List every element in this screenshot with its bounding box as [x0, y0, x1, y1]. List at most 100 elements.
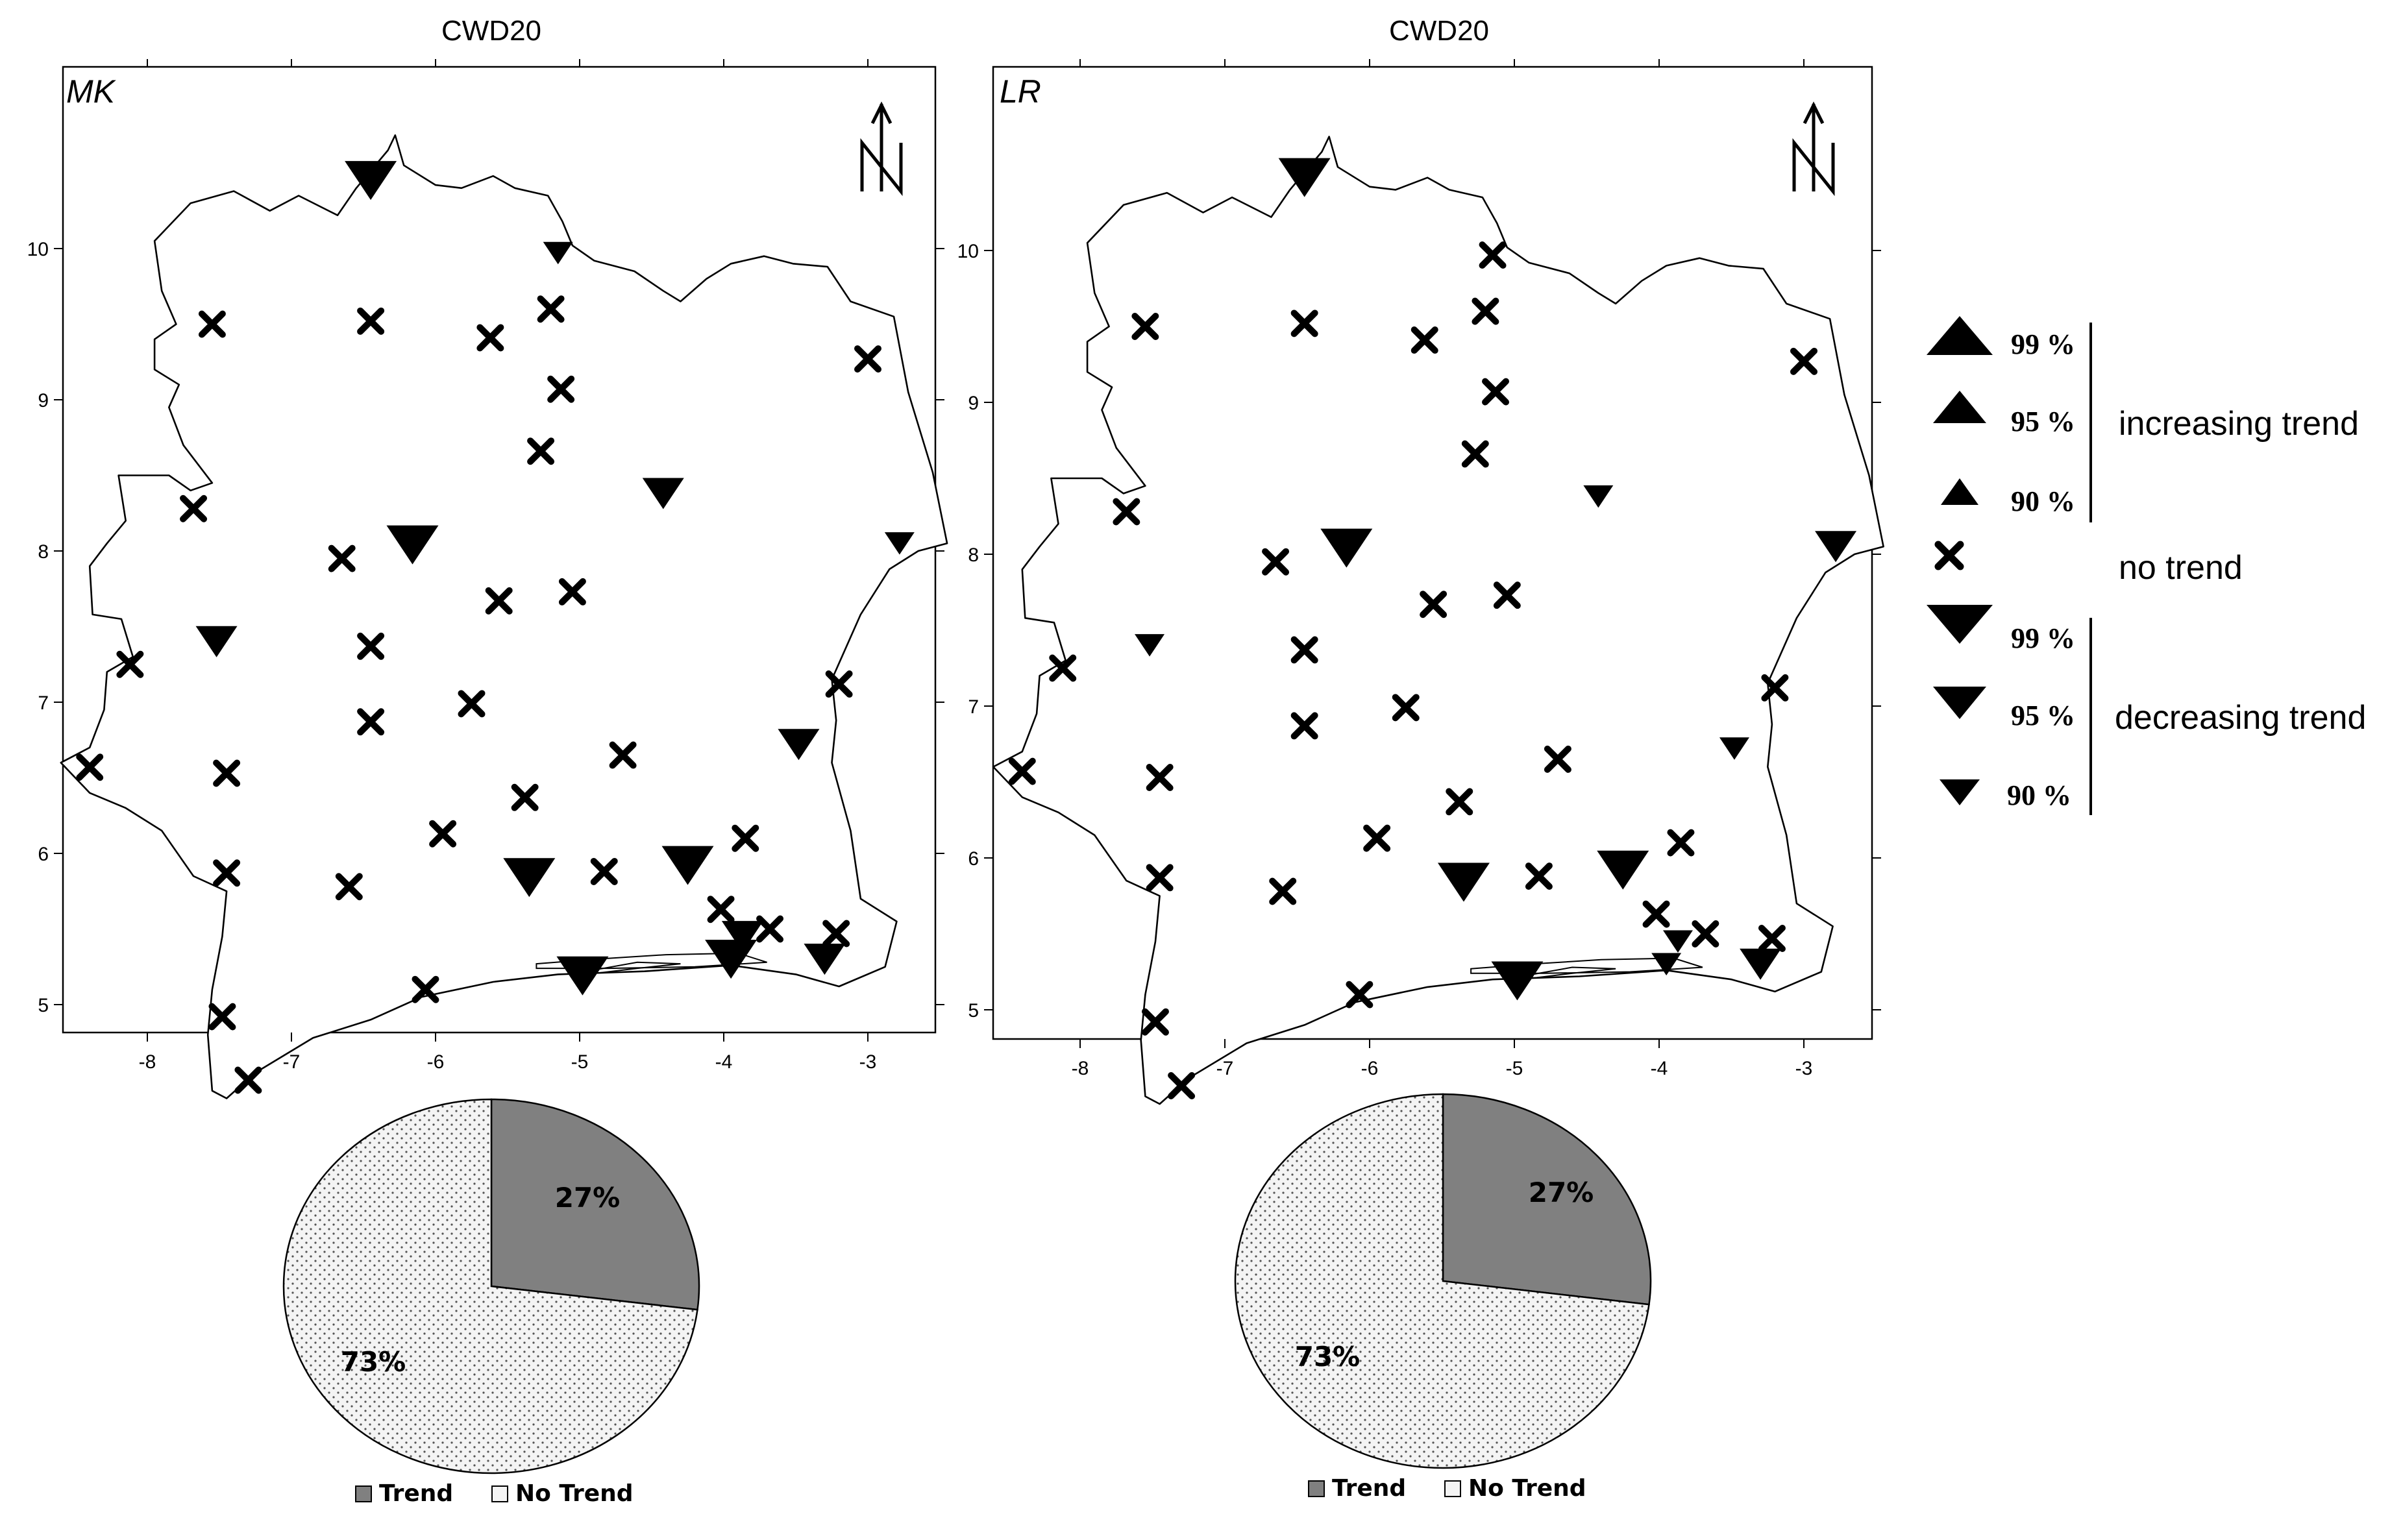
station-no-trend	[1479, 241, 1507, 269]
y-tick-label: 6	[968, 848, 979, 870]
map-title: CWD20	[441, 15, 541, 47]
station-no-trend	[822, 920, 850, 947]
station-dec99	[503, 858, 556, 898]
pie-legend-no-trend: No Trend	[1468, 1475, 1586, 1502]
station-no-trend	[609, 741, 637, 769]
station-dec95	[721, 921, 763, 953]
y-tick-label: 10	[957, 241, 979, 262]
pie-label-no-trend: 73%	[341, 1346, 406, 1378]
y-tick-label: 5	[968, 1000, 979, 1021]
station-no-trend	[1131, 313, 1159, 340]
station-no-trend	[485, 587, 513, 615]
pie-legend-trend: Trend	[1332, 1475, 1406, 1502]
country-outline	[992, 136, 1884, 1105]
pie-label-trend: 27%	[555, 1182, 621, 1214]
pie-label-no-trend: 73%	[1295, 1341, 1361, 1373]
station-no-trend	[1113, 498, 1140, 526]
method-label: MK	[66, 73, 117, 110]
x-axis: -8-7-6-5-4-3	[1072, 59, 1813, 1079]
station-dec95	[1740, 948, 1782, 980]
pie-legend-swatch-trend	[355, 1485, 372, 1502]
station-no-trend	[1544, 745, 1571, 773]
pie-slice-no-trend	[1234, 1093, 1650, 1469]
station-no-trend	[854, 345, 881, 373]
station-no-trend	[732, 824, 759, 852]
pie-legend-trend: Trend	[379, 1480, 453, 1507]
pie-slice-trend	[1442, 1093, 1652, 1306]
y-tick-label: 10	[27, 239, 49, 260]
station-no-trend	[208, 1003, 236, 1031]
x-tick-label: -8	[1072, 1058, 1089, 1079]
increasing-90-label: 90 %	[2011, 485, 2075, 517]
station-no-trend	[213, 759, 241, 787]
station-no-trend	[412, 975, 439, 1003]
station-no-trend	[116, 650, 144, 678]
x-tick-label: -6	[1361, 1058, 1379, 1079]
station-dec99	[705, 940, 758, 979]
decreasing-trend-label: decreasing trend	[2115, 699, 2366, 737]
station-dec95	[778, 729, 820, 761]
station-no-trend	[1461, 440, 1489, 468]
pie-legend-swatch-no-trend	[1444, 1480, 1461, 1497]
station-no-trend	[1146, 864, 1174, 892]
increasing-99-label: 99 %	[2011, 328, 2075, 360]
station-no-trend	[537, 295, 565, 323]
station-no-trend	[1761, 674, 1789, 702]
station-no-trend	[527, 437, 555, 465]
x-tick-label: -5	[1506, 1058, 1523, 1079]
method-label: LR	[1000, 73, 1041, 110]
station-no-trend	[1642, 900, 1670, 928]
station-no-trend	[335, 873, 363, 901]
map-frame	[992, 66, 1873, 1040]
station-dec90	[884, 532, 915, 555]
station-no-trend	[1758, 925, 1786, 953]
pie-legend-no-trend: No Trend	[515, 1480, 634, 1507]
increasing-99-symbol	[1927, 316, 1993, 355]
station-no-trend	[1008, 757, 1036, 785]
y-tick-label: 9	[968, 393, 979, 414]
station-no-trend	[1482, 378, 1510, 406]
station-no-trend	[1790, 347, 1817, 375]
increasing-95-label: 95 %	[2011, 406, 2075, 437]
no-trend-symbol	[1934, 541, 1964, 570]
station-dec95	[1815, 531, 1857, 563]
station-no-trend	[1269, 877, 1297, 905]
station-no-trend	[429, 820, 457, 848]
country-outline	[60, 134, 948, 1099]
station-no-trend	[1363, 824, 1391, 852]
station-no-trend	[76, 753, 104, 781]
station-no-trend	[1290, 310, 1318, 337]
station-dec95	[642, 478, 684, 509]
station-no-trend	[707, 896, 735, 923]
station-no-trend	[213, 859, 241, 887]
north-arrow: N	[1792, 101, 1835, 197]
station-dec99	[661, 846, 714, 885]
pie-legend-swatch-no-trend	[491, 1485, 508, 1502]
station-no-trend	[825, 670, 853, 698]
y-tick-label: 6	[38, 844, 49, 865]
x-tick-label: -4	[1651, 1058, 1668, 1079]
station-dec90	[1719, 737, 1749, 760]
x-tick-label: -3	[1795, 1058, 1813, 1079]
station-dec99	[556, 956, 609, 996]
station-no-trend	[1146, 763, 1174, 791]
station-dec99	[1491, 961, 1544, 1001]
station-no-trend	[547, 375, 575, 403]
x-tick-label: -6	[427, 1051, 445, 1073]
station-dec90	[1651, 953, 1682, 976]
station-no-trend	[1667, 829, 1695, 857]
station-no-trend	[357, 708, 385, 736]
station-no-trend	[1262, 548, 1290, 576]
pie-slice-trend	[490, 1098, 700, 1311]
station-no-trend	[458, 690, 486, 718]
x-tick-label: -5	[571, 1051, 589, 1073]
station-dec95	[804, 944, 846, 975]
pie-chart-mk: 27% 73% Trend No Trend	[282, 1098, 700, 1507]
station-no-trend	[1290, 712, 1318, 740]
station-no-trend	[590, 857, 618, 885]
increasing-90-symbol	[1941, 478, 1978, 505]
station-dec90	[1135, 634, 1165, 657]
